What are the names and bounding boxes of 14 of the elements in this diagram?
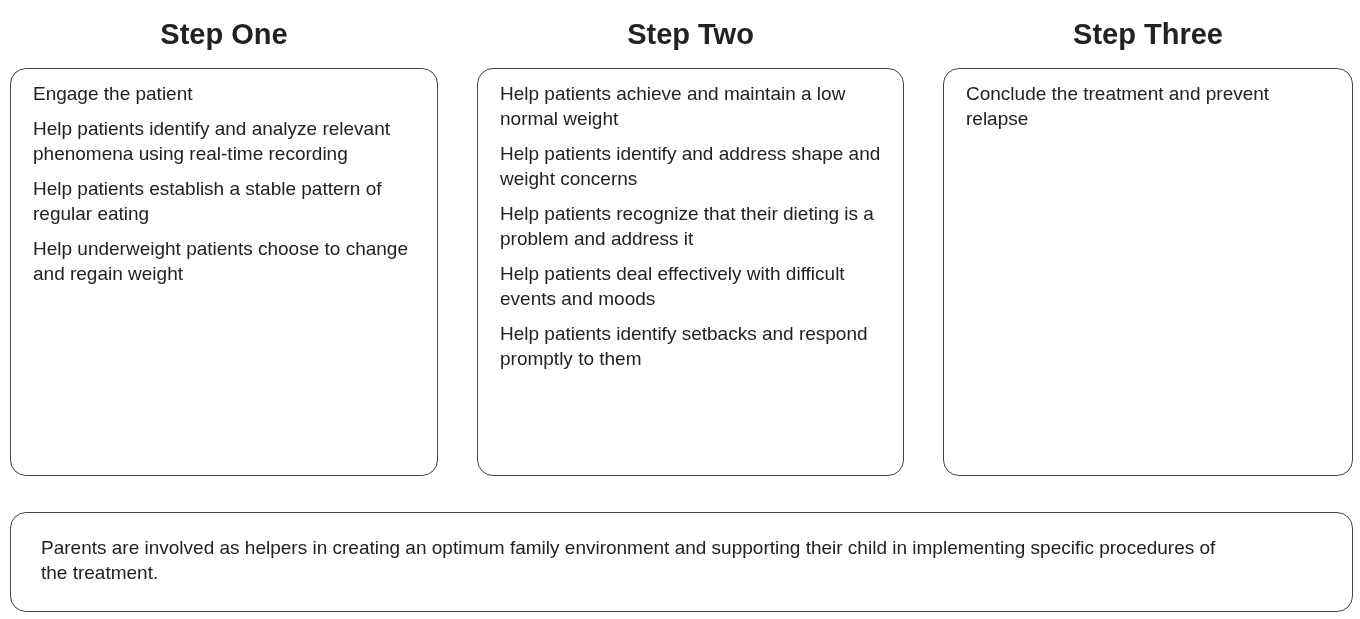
step-item: Help patients achieve and maintain a low normal weight [500, 82, 847, 131]
step-item: Conclude the treatment and prevent relapse [966, 82, 1271, 131]
step-item: Help patients establish a stable pattern of regular eating [33, 177, 383, 226]
note-text: Parents are involved as helpers in creating an optimum family environment and supporting their child in implementing specific procedures of the treatment. [41, 536, 1217, 585]
step-item: Help patients identify setbacks and respond promptly to them [500, 322, 869, 371]
step-item: Engage the patient [33, 82, 194, 106]
step-heading: Step One [160, 18, 288, 51]
step-heading: Step Two [627, 18, 754, 51]
step-item: Help patients deal effectively with difficult events and moods [500, 262, 846, 311]
step-heading: Step Three [1073, 18, 1223, 51]
step-item: Help patients identify and analyze relevant phenomena using real-time recording [33, 117, 391, 166]
step-item: Help patients recognize that their dieting is a problem and address it [500, 202, 875, 251]
step-item: Help underweight patients choose to change and regain weight [33, 237, 409, 286]
step-item: Help patients identify and address shape and weight concerns [500, 142, 881, 191]
